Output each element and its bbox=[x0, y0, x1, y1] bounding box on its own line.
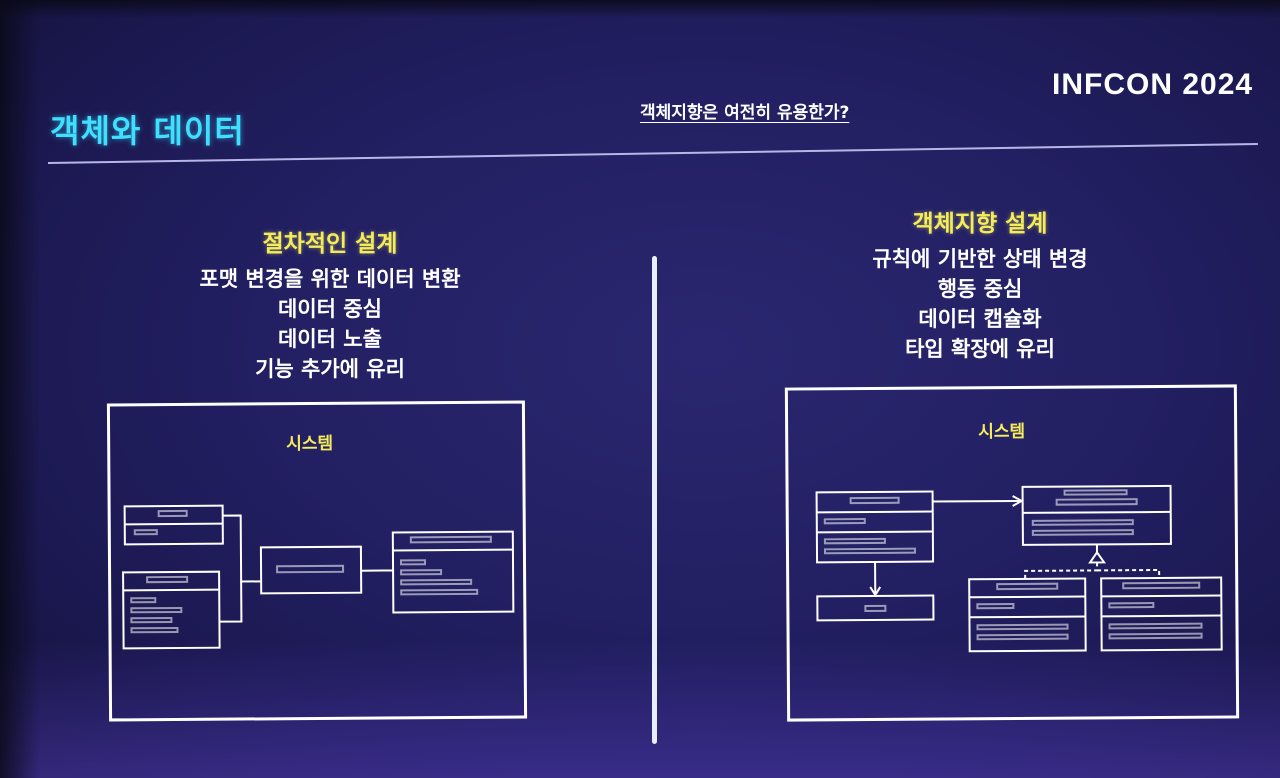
uml-class-box bbox=[1100, 576, 1223, 652]
uml-text-blur bbox=[823, 518, 866, 525]
procedural-heading: 절차적인 설계 bbox=[262, 231, 398, 257]
uml-text-blur bbox=[130, 606, 183, 614]
inheritance-triangle-icon bbox=[1088, 550, 1106, 564]
procedural-column: 절차적인 설계 포맷 변경을 위한 데이터 변환 데이터 중심 데이터 노출 기… bbox=[170, 224, 490, 384]
uml-text-blur bbox=[996, 582, 1059, 591]
procedural-uml-diagram bbox=[122, 504, 515, 650]
uml-text-blur bbox=[1108, 622, 1203, 630]
uml-text-blur bbox=[1031, 529, 1134, 536]
uml-text-blur bbox=[823, 547, 917, 555]
uml-class-box bbox=[816, 594, 935, 622]
oo-system-diagram: 시스템 bbox=[784, 384, 1240, 722]
oo-column: 객체지향 설계 규칙에 기반한 상태 변경 행동 중심 데이터 캡슐화 타입 확… bbox=[850, 204, 1110, 364]
procedural-point: 데이터 노출 bbox=[278, 327, 382, 351]
uml-connector bbox=[222, 514, 262, 583]
oo-heading: 객체지향 설계 bbox=[912, 211, 1048, 237]
slide-title: 객체와 데이터 bbox=[50, 112, 245, 150]
uml-text-blur bbox=[399, 559, 427, 566]
oo-point: 타입 확장에 유리 bbox=[905, 337, 1055, 361]
uml-text-blur bbox=[976, 633, 1069, 641]
uml-text-blur bbox=[130, 626, 179, 634]
column-divider bbox=[652, 256, 657, 744]
uml-text-blur bbox=[146, 575, 189, 584]
uml-text-blur bbox=[276, 564, 345, 574]
uml-class-box bbox=[1021, 484, 1172, 546]
uml-class-box bbox=[123, 504, 224, 546]
uml-class-box bbox=[391, 530, 515, 614]
procedural-point: 기능 추가에 유리 bbox=[255, 357, 405, 381]
procedural-system-diagram: 시스템 bbox=[106, 400, 528, 722]
screen-edge-top bbox=[0, 0, 1280, 18]
uml-connector bbox=[219, 581, 243, 623]
uml-class-box bbox=[122, 570, 221, 650]
uml-dashed-connector bbox=[1024, 562, 1099, 579]
uml-connector bbox=[932, 499, 1021, 503]
oo-point: 데이터 캡슐화 bbox=[918, 307, 1042, 331]
screen-edge bbox=[0, 0, 40, 778]
uml-text-blur bbox=[130, 617, 173, 624]
uml-text-blur bbox=[976, 602, 1015, 610]
uml-class-box bbox=[259, 545, 363, 595]
uml-text-blur bbox=[133, 529, 158, 536]
oo-point: 규칙에 기반한 상태 변경 bbox=[872, 247, 1088, 271]
uml-text-blur bbox=[400, 569, 443, 576]
procedural-point: 데이터 중심 bbox=[278, 297, 382, 321]
uml-text-blur bbox=[1031, 519, 1134, 526]
uml-class-box bbox=[968, 577, 1087, 653]
uml-text-blur bbox=[400, 578, 473, 586]
uml-text-blur bbox=[130, 597, 157, 604]
bottom-glow bbox=[0, 640, 1280, 778]
brand-logo: INFCON 2024 bbox=[1052, 68, 1254, 101]
uml-text-blur bbox=[1108, 602, 1155, 609]
uml-text-blur bbox=[400, 588, 479, 596]
uml-text-blur bbox=[1055, 498, 1138, 506]
uml-text-blur bbox=[1063, 489, 1128, 496]
oo-point: 행동 중심 bbox=[937, 277, 1023, 301]
uml-text-blur bbox=[849, 496, 900, 505]
arrow-head-icon bbox=[1012, 495, 1024, 507]
uml-text-blur bbox=[976, 623, 1069, 631]
uml-text-blur bbox=[409, 535, 492, 544]
uml-text-blur bbox=[1122, 581, 1201, 590]
slide-question: 객체지향은 여전히 유용한가? bbox=[640, 103, 850, 123]
procedural-point: 포맷 변경을 위한 데이터 변환 bbox=[199, 267, 461, 291]
uml-text-blur bbox=[1108, 632, 1203, 640]
uml-class-box bbox=[815, 490, 935, 564]
uml-text-blur bbox=[864, 604, 887, 613]
uml-text-blur bbox=[823, 537, 886, 545]
uml-text-blur bbox=[157, 509, 188, 518]
oo-uml-diagram bbox=[815, 484, 1223, 653]
